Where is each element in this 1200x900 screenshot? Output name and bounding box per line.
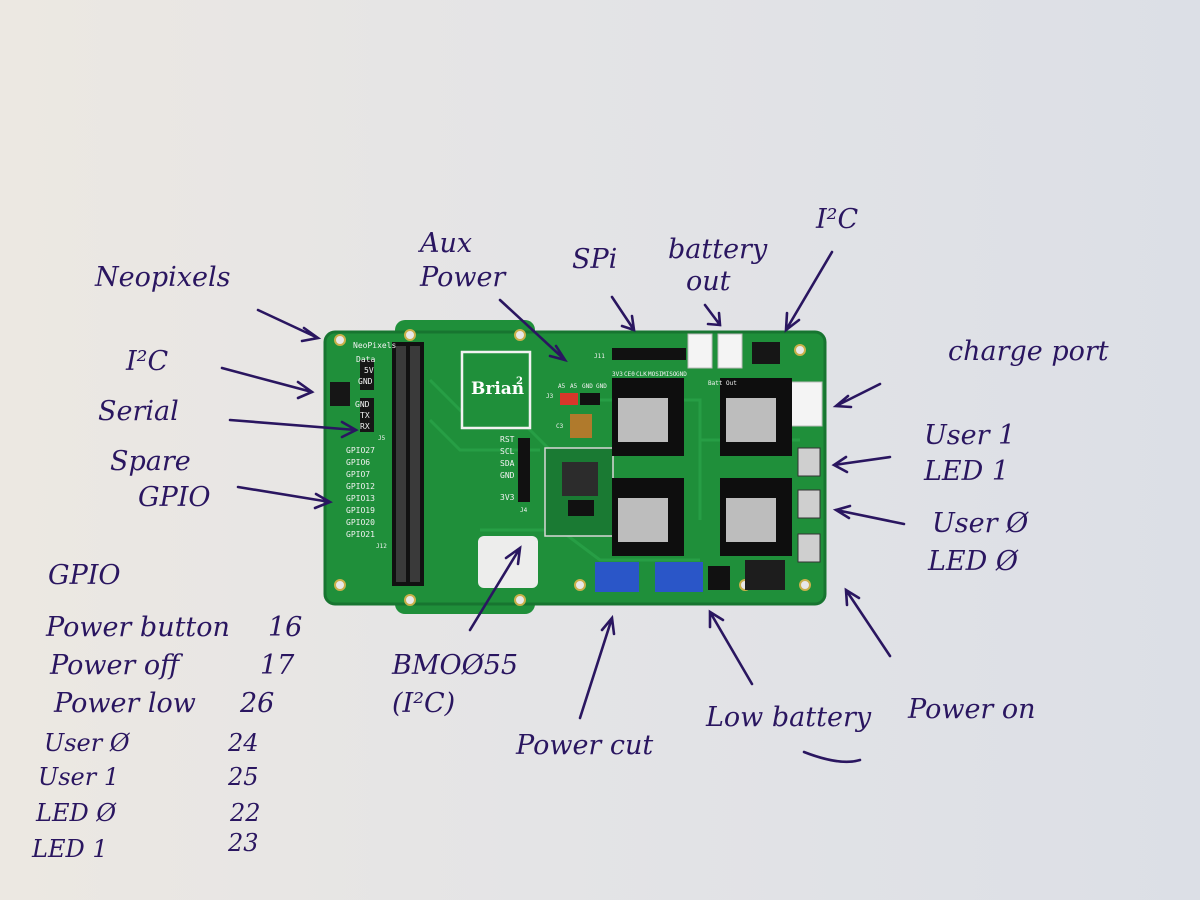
svg-text:Batt Out: Batt Out — [708, 380, 737, 387]
label-power: Power — [420, 262, 506, 293]
svg-text:SCL: SCL — [500, 447, 515, 456]
annotation-arrows — [220, 250, 906, 764]
svg-text:J11: J11 — [594, 353, 605, 360]
gpio-row-label: User 1 — [38, 763, 120, 791]
label-aux: Aux — [420, 228, 473, 259]
label-gpio: GPIO — [138, 482, 211, 513]
ic-left — [330, 382, 350, 406]
svg-text:GPIO21: GPIO21 — [346, 530, 375, 539]
label-power-on: Power on — [908, 694, 1036, 725]
label-power-cut: Power cut — [516, 730, 654, 761]
label-battery: battery — [668, 234, 768, 265]
low-battery-trimmer — [655, 562, 703, 592]
gpio-row-label: User Ø — [44, 729, 130, 757]
gpio-row-pin: 25 — [228, 763, 259, 791]
user0-button — [797, 489, 821, 519]
battery-out-connector-1 — [687, 333, 713, 369]
svg-text:MISO: MISO — [662, 371, 677, 378]
i2c-header — [518, 438, 530, 502]
svg-text:Data: Data — [356, 355, 375, 364]
svg-text:GND: GND — [582, 383, 593, 390]
power-on-circuit — [745, 560, 785, 590]
gpio-row-pin: 17 — [260, 650, 295, 681]
silk-neopixels: NeoPixels — [353, 341, 397, 350]
gpio-row-label: LED Ø — [36, 799, 117, 827]
svg-text:3V3: 3V3 — [500, 493, 515, 502]
brand-sup: 2 — [516, 376, 523, 387]
label-out: out — [686, 266, 731, 297]
svg-text:RST: RST — [500, 435, 515, 444]
svg-text:A5: A5 — [570, 383, 578, 390]
label-bmp055-i2c: (I²C) — [392, 688, 456, 719]
gpio-row-label: LED 1 — [32, 835, 108, 863]
gpio-row-pin: 22 — [230, 799, 261, 827]
svg-text:J4: J4 — [520, 507, 528, 514]
svg-text:GPIO13: GPIO13 — [346, 494, 375, 503]
gpio-table-title: GPIO — [48, 560, 121, 591]
label-bmp055: BMOØ55 — [392, 650, 519, 681]
svg-text:GPIO6: GPIO6 — [346, 458, 370, 467]
user1-button — [797, 447, 821, 477]
brand-text: Brian — [471, 379, 524, 399]
label-neopixels: Neopixels — [95, 262, 231, 293]
label-user0: User Ø — [932, 508, 1029, 539]
power-cut-trimmer — [595, 562, 639, 592]
svg-text:J5: J5 — [378, 435, 386, 442]
label-led1: LED 1 — [924, 456, 1010, 487]
svg-text:GND: GND — [596, 383, 607, 390]
svg-text:GND: GND — [355, 400, 370, 409]
svg-text:A5: A5 — [558, 383, 566, 390]
gpio-row-pin: 23 — [228, 829, 259, 857]
svg-text:GPIO19: GPIO19 — [346, 506, 375, 515]
battery-holders — [612, 378, 792, 556]
gpio-row-label: Power button — [46, 612, 230, 643]
label-i2c-top: I²C — [816, 204, 859, 235]
svg-text:GND: GND — [500, 471, 515, 480]
label-low-battery: Low battery — [706, 702, 872, 733]
gpio-row-pin: 16 — [268, 612, 303, 643]
svg-text:GND: GND — [358, 377, 373, 386]
gpio-row-pin: 26 — [240, 688, 275, 719]
svg-text:GND: GND — [676, 371, 687, 378]
pcb-board: Brian 2 — [323, 320, 827, 614]
power-button — [797, 533, 821, 563]
svg-text:SDA: SDA — [500, 459, 515, 468]
spi-header — [612, 348, 686, 360]
svg-text:3V3: 3V3 — [612, 371, 623, 378]
label-serial: Serial — [98, 396, 179, 427]
svg-text:GPIO7: GPIO7 — [346, 470, 370, 479]
aux-power-jumper — [560, 393, 578, 405]
svg-text:5V: 5V — [364, 366, 374, 375]
label-i2c-left: I²C — [126, 346, 169, 377]
svg-text:C3: C3 — [556, 423, 564, 430]
svg-text:RX: RX — [360, 422, 370, 431]
bmp055-window — [478, 536, 538, 588]
svg-text:J12: J12 — [376, 543, 387, 550]
label-spi: SPi — [572, 244, 618, 275]
svg-text:GPIO12: GPIO12 — [346, 482, 375, 491]
svg-text:CE0: CE0 — [624, 371, 635, 378]
svg-text:GPIO27: GPIO27 — [346, 446, 375, 455]
label-spare: Spare — [110, 446, 191, 477]
svg-text:TX: TX — [360, 411, 370, 420]
svg-text:MOSI: MOSI — [648, 371, 663, 378]
gpio-row-pin: 24 — [228, 729, 259, 757]
svg-text:CLK: CLK — [636, 371, 647, 378]
charge-port — [787, 381, 823, 427]
battery-out-connector-2 — [717, 333, 743, 369]
gpio-row-label: Power off — [50, 650, 180, 681]
svg-text:J3: J3 — [546, 393, 554, 400]
svg-text:GPIO20: GPIO20 — [346, 518, 375, 527]
label-charge-port: charge port — [948, 336, 1109, 367]
label-led0: LED Ø — [928, 546, 1019, 577]
i2c-top-header — [752, 342, 780, 364]
gpio-row-label: Power low — [54, 688, 196, 719]
brian-logo — [460, 350, 532, 430]
label-user1: User 1 — [924, 420, 1016, 451]
